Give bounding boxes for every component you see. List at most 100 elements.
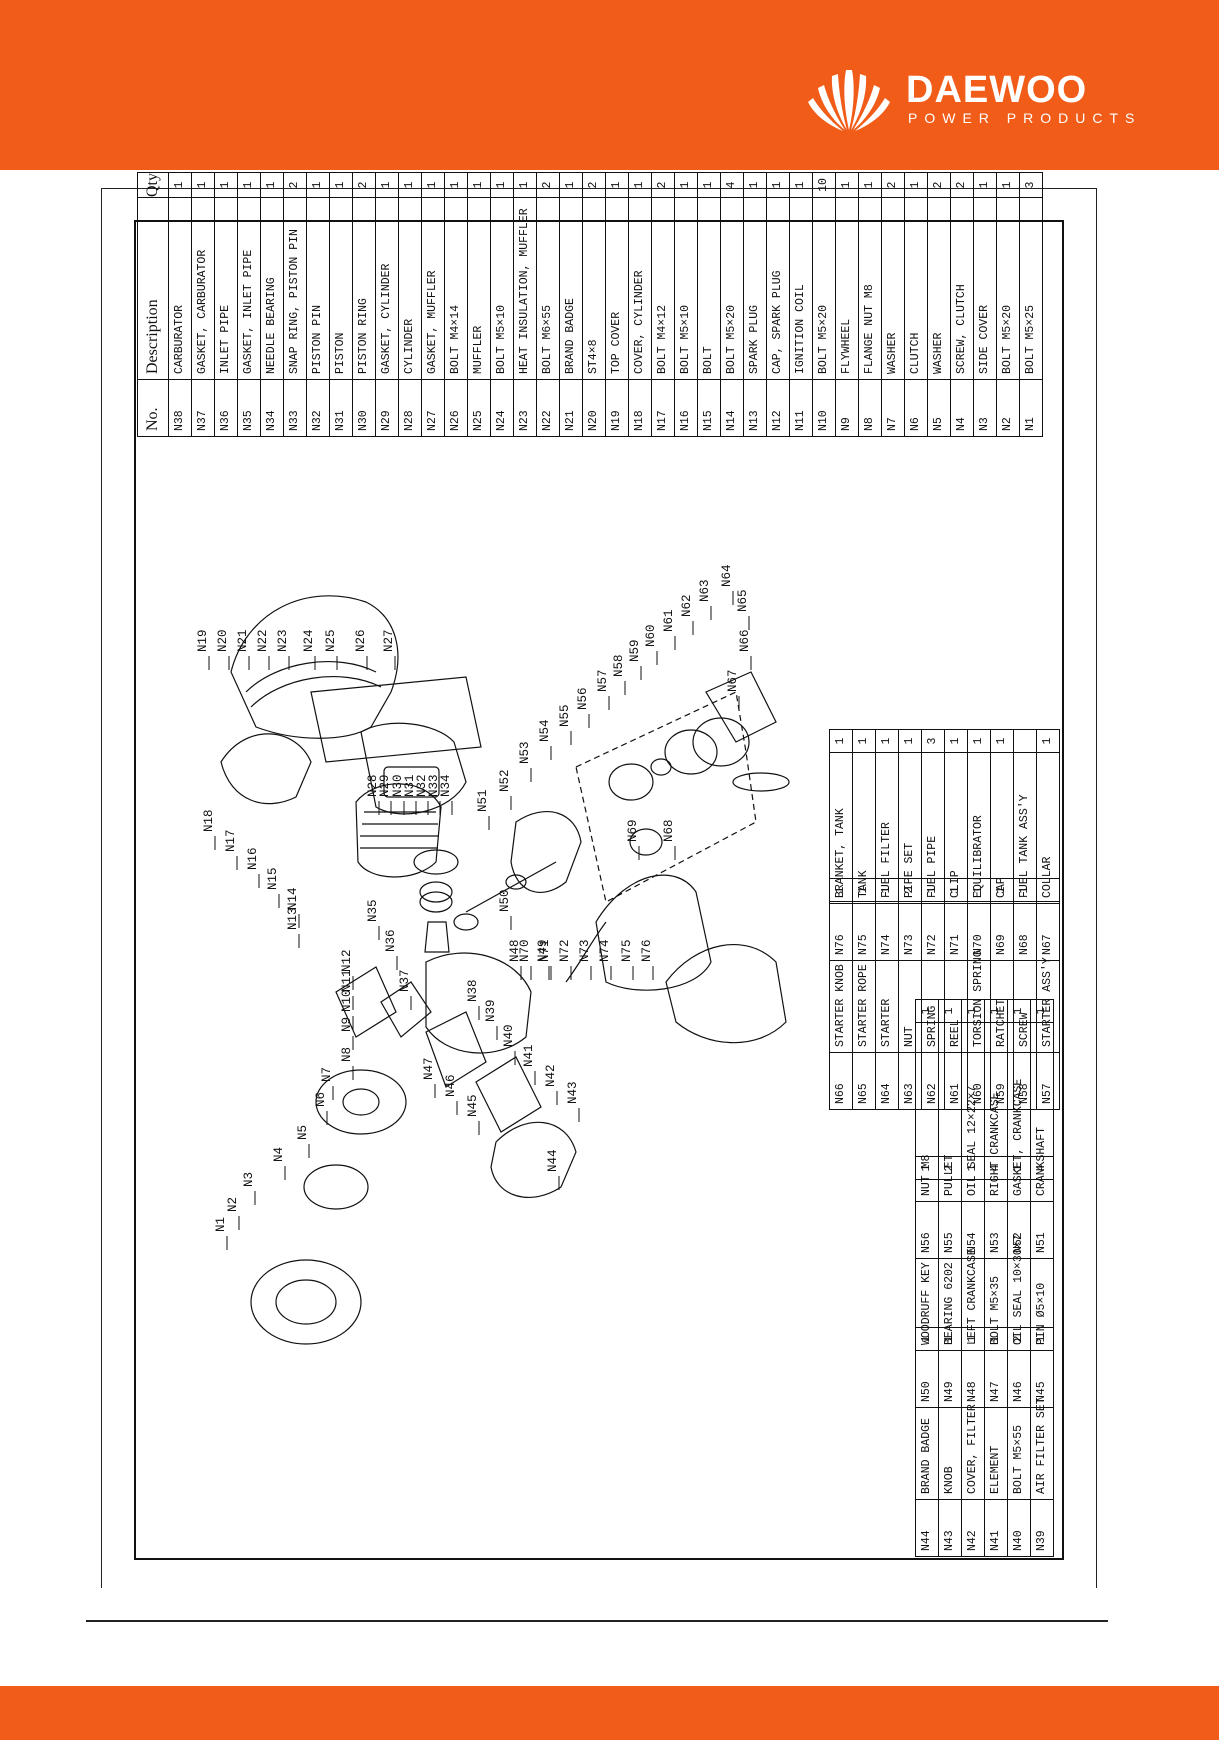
- callout-label: N24: [302, 629, 316, 652]
- callout-n11: N11: [340, 969, 354, 1010]
- callout-n63: N63: [698, 579, 712, 620]
- callout-n68: N68: [662, 819, 676, 860]
- muffler-plate: [383, 766, 440, 798]
- flywheel-sketch: [315, 1069, 407, 1135]
- callout-label: N27: [382, 629, 396, 652]
- callout-n27: N27: [382, 629, 396, 670]
- callout-label: N9: [340, 1017, 354, 1032]
- callout-label: N6: [314, 1092, 328, 1107]
- callout-n58: N58: [612, 654, 626, 695]
- callout-n60: N60: [644, 624, 658, 665]
- callout-label: N50: [498, 889, 512, 912]
- piston-ring-sketch: [419, 881, 453, 903]
- part-sketches: [220, 595, 790, 1345]
- callout-label: N33: [427, 774, 441, 797]
- part-qty: 1: [214, 172, 238, 198]
- callout-label: N2: [226, 1197, 240, 1212]
- callout-label: N21: [236, 629, 250, 652]
- drawing-border: [134, 220, 1064, 1560]
- callout-n14: N14: [286, 887, 300, 928]
- header-qty: Qty: [137, 172, 169, 198]
- part-qty: 1: [743, 172, 767, 198]
- callout-n2: N2: [226, 1197, 240, 1230]
- callout-label: N13: [286, 907, 300, 930]
- callout-n17: N17: [224, 829, 238, 870]
- callout-label: N60: [644, 624, 658, 647]
- callout-n37: N37: [398, 969, 412, 1010]
- callout-label: N35: [366, 899, 380, 922]
- flywheel-hub: [342, 1088, 380, 1116]
- callout-n12: N12: [340, 949, 354, 990]
- callout-n47: N47: [422, 1057, 436, 1098]
- part-qty: 1: [513, 172, 537, 198]
- part-qty: 1: [237, 172, 261, 198]
- brand-name: DAEWOO: [906, 69, 1088, 111]
- callout-label: N31: [403, 774, 417, 797]
- part-qty: 2: [352, 172, 376, 198]
- callout-label: N40: [502, 1024, 516, 1047]
- part-qty: 1: [467, 172, 491, 198]
- part-qty: 1: [697, 172, 721, 198]
- daewoo-fan-logo-icon: [808, 70, 890, 131]
- callout-label: N58: [612, 654, 626, 677]
- callout-label: N18: [202, 809, 216, 832]
- callout-n69: N69: [626, 819, 640, 860]
- callout-label: N17: [224, 829, 238, 852]
- part-qty: 1: [490, 172, 514, 198]
- callout-n59: N59: [628, 639, 642, 680]
- carburetor-sketch: [380, 981, 432, 1038]
- callout-n49: N49: [536, 939, 550, 980]
- callout-label: N34: [439, 774, 453, 797]
- part-qty: 1: [835, 172, 859, 198]
- callout-label: N29: [378, 774, 392, 797]
- cylinder-cover-sketch: [230, 595, 399, 739]
- callout-n13: N13: [286, 907, 300, 948]
- air-filter-sketch: [425, 1011, 487, 1088]
- part-qty: 3: [1019, 172, 1043, 198]
- callout-label: N75: [620, 939, 634, 962]
- footer-rule: [86, 1620, 1108, 1622]
- filter-cover-sketch: [490, 1121, 577, 1198]
- crankshaft-sketch: [465, 861, 557, 913]
- callout-label: N73: [578, 939, 592, 962]
- tank-bracket-sketch: [665, 944, 787, 1044]
- callout-label: N11: [340, 969, 354, 992]
- callout-label: N61: [662, 609, 676, 632]
- muffler-sketch: [360, 722, 467, 815]
- ignition-coil-sketch: [335, 966, 397, 1038]
- callout-n66: N66: [738, 629, 752, 670]
- callout-n36: N36: [384, 929, 398, 970]
- callout-label: N69: [626, 819, 640, 842]
- callout-label: N72: [558, 939, 572, 962]
- callout-label: N54: [538, 719, 552, 742]
- callout-n29: N29: [378, 774, 392, 815]
- callout-label: N39: [484, 999, 498, 1022]
- top-cover-sketch: [220, 733, 312, 805]
- page-frame: [101, 188, 1097, 1588]
- bearing-sketch: [453, 913, 479, 931]
- callout-label: N15: [266, 867, 280, 890]
- callout-label: N14: [286, 887, 300, 910]
- footer-band: [0, 1686, 1219, 1740]
- piston-sketch: [424, 921, 450, 953]
- callout-n26: N26: [354, 629, 368, 670]
- part-qty: 10: [812, 172, 836, 198]
- callout-n40: N40: [502, 1024, 516, 1065]
- callout-n28: N28: [366, 774, 380, 815]
- callout-label: N32: [415, 774, 429, 797]
- callout-label: N57: [596, 669, 610, 692]
- callout-label: N67: [726, 669, 740, 692]
- callout-label: N64: [720, 564, 734, 587]
- callout-n5: N5: [296, 1125, 310, 1158]
- right-crankcase-sketch: [510, 811, 582, 893]
- part-qty: 2: [536, 172, 560, 198]
- callout-label: N59: [628, 639, 642, 662]
- part-qty: 1: [904, 172, 928, 198]
- callout-label: N30: [391, 774, 405, 797]
- callout-n1: N1: [214, 1217, 228, 1250]
- starter-housing-sketch: [705, 671, 777, 743]
- callout-n52: N52: [498, 769, 512, 810]
- cylinder-sketch: [355, 783, 442, 878]
- callout-label: N23: [276, 629, 290, 652]
- callout-label: N41: [522, 1044, 536, 1067]
